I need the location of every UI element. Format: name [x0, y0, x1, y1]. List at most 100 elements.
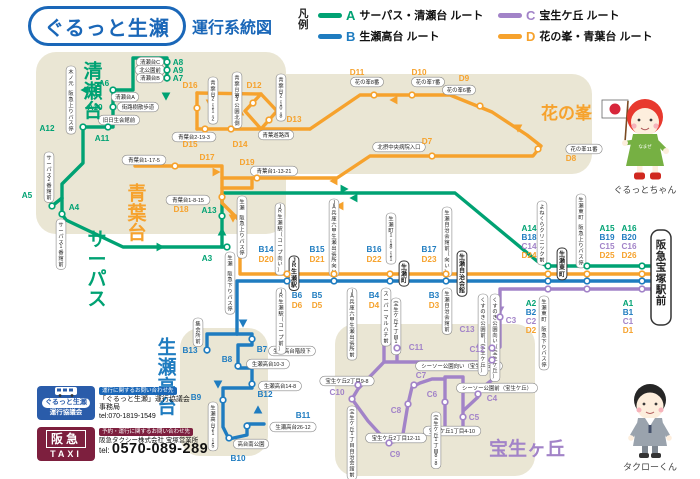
stop-dot — [354, 381, 362, 389]
district-area — [230, 74, 592, 174]
legend-item-route-a: A サーパス・清瀬台 ルート — [318, 8, 484, 23]
stop-label — [442, 84, 476, 96]
stop-label — [346, 405, 358, 479]
stop-label-text: 宝生ケ丘2丁目9-8 — [325, 377, 368, 385]
taxi-badge: 予約・運行に関するお問い合わせ先 — [99, 428, 194, 436]
flag-circle — [609, 103, 621, 115]
stop-dot — [534, 145, 542, 153]
district-label: 花の峯 — [541, 103, 593, 123]
route-b-letter: B — [346, 28, 356, 44]
council-contact: 運行に関するお問い合わせ先 「ぐるっと生瀬」運行協議会 事務局 tel:070-… — [99, 387, 190, 421]
stop-number-D13: D13 — [286, 115, 301, 124]
stop-number-A11: A11 — [95, 134, 110, 143]
direction-arrow — [156, 242, 165, 252]
stop-number-B17: B17 — [421, 245, 436, 254]
station-box — [456, 250, 468, 297]
stop-label-text: 生瀬自治会館前 — [444, 289, 450, 332]
stop-number-C13: C13 — [459, 325, 474, 334]
stop-number-D25: D25 — [599, 251, 614, 260]
stop-number-C4: C4 — [487, 394, 498, 403]
station-box — [398, 260, 410, 287]
stop-dot — [488, 344, 496, 352]
stop-dot — [283, 270, 291, 278]
stop-label — [65, 65, 77, 135]
stop-number-C16: C16 — [621, 242, 636, 251]
stop-number-A4: A4 — [69, 203, 80, 212]
stop-dot — [404, 400, 412, 408]
stop-label — [236, 195, 248, 259]
stop-label-text: 花の峯8番 — [355, 78, 380, 86]
terminal-label: 阪急宝塚駅前 — [656, 238, 667, 307]
route-line-D — [220, 186, 654, 276]
stop-number-B13: B13 — [182, 346, 197, 355]
stop-label — [441, 287, 453, 335]
stop-dot — [442, 277, 450, 285]
route-b-swatch — [318, 33, 342, 39]
stop-label-text: 生瀬自治会館前（向い） — [444, 208, 450, 275]
stop-number-B16: B16 — [366, 245, 381, 254]
stop-dot — [488, 356, 496, 364]
stop-number-A3: A3 — [202, 254, 213, 263]
stop-number-D8: D8 — [566, 154, 577, 163]
girl-eye — [637, 118, 641, 122]
stop-label-text: シーソー公園前（宝生ケ丘） — [462, 384, 532, 392]
stop-number-C3: C3 — [506, 316, 517, 325]
stop-number-A13: A13 — [201, 206, 216, 215]
stop-number-D16: D16 — [182, 81, 197, 90]
stop-number-A1: A1 — [623, 299, 634, 308]
stop-label — [350, 76, 384, 88]
stop-number-D18: D18 — [173, 205, 188, 214]
stop-dot — [243, 422, 251, 430]
stop-number-B9: B9 — [191, 393, 202, 402]
stop-number-B19: B19 — [599, 233, 614, 242]
stop-label — [117, 101, 159, 113]
stop-label-text: 青葉台1-17-5 — [128, 156, 160, 164]
stop-label — [430, 411, 442, 469]
stop-label — [346, 287, 358, 361]
stop-dot — [385, 439, 393, 447]
boy-tie — [648, 425, 652, 433]
stop-number-D2: D2 — [526, 326, 537, 335]
stop-number-D24: D24 — [521, 251, 536, 260]
direction-arrow — [217, 227, 227, 236]
stop-label — [536, 200, 548, 266]
direction-arrow — [212, 167, 221, 177]
stop-dot — [544, 277, 552, 285]
stop-number-D26: D26 — [621, 251, 636, 260]
stop-dot — [203, 346, 211, 354]
stop-number-D23: D23 — [421, 255, 436, 264]
stop-number-C8: C8 — [391, 406, 402, 415]
stop-number-C5: C5 — [469, 413, 480, 422]
stop-number-A9: A9 — [173, 66, 184, 75]
boy-shoe — [639, 453, 649, 458]
route-a-name: サーパス・清瀬台 ルート — [359, 10, 484, 22]
direction-arrow — [513, 124, 523, 133]
boy-arm — [630, 422, 641, 438]
stop-label-text: 清瀬台B — [140, 74, 160, 82]
stop-number-B12: B12 — [257, 390, 272, 399]
stop-dot — [544, 285, 552, 293]
terminal-box — [650, 229, 672, 326]
girl-mascot: なまぜ ぐるっとちゃん — [601, 99, 676, 195]
direction-arrow — [349, 193, 358, 203]
stop-dot — [249, 99, 257, 107]
stop-label-text: 花の峯11番 — [570, 145, 598, 153]
stop-dot — [48, 202, 56, 210]
route-line-A — [220, 191, 654, 268]
stop-label-text: 花の峯7番 — [416, 78, 441, 86]
district-label: 宝生ヶ丘 — [489, 437, 565, 460]
route-line-D — [195, 91, 263, 96]
girl-face — [631, 108, 659, 136]
stop-number-B4: B4 — [369, 291, 380, 300]
stop-dot — [171, 162, 179, 170]
stop-number-D7: D7 — [422, 137, 433, 146]
